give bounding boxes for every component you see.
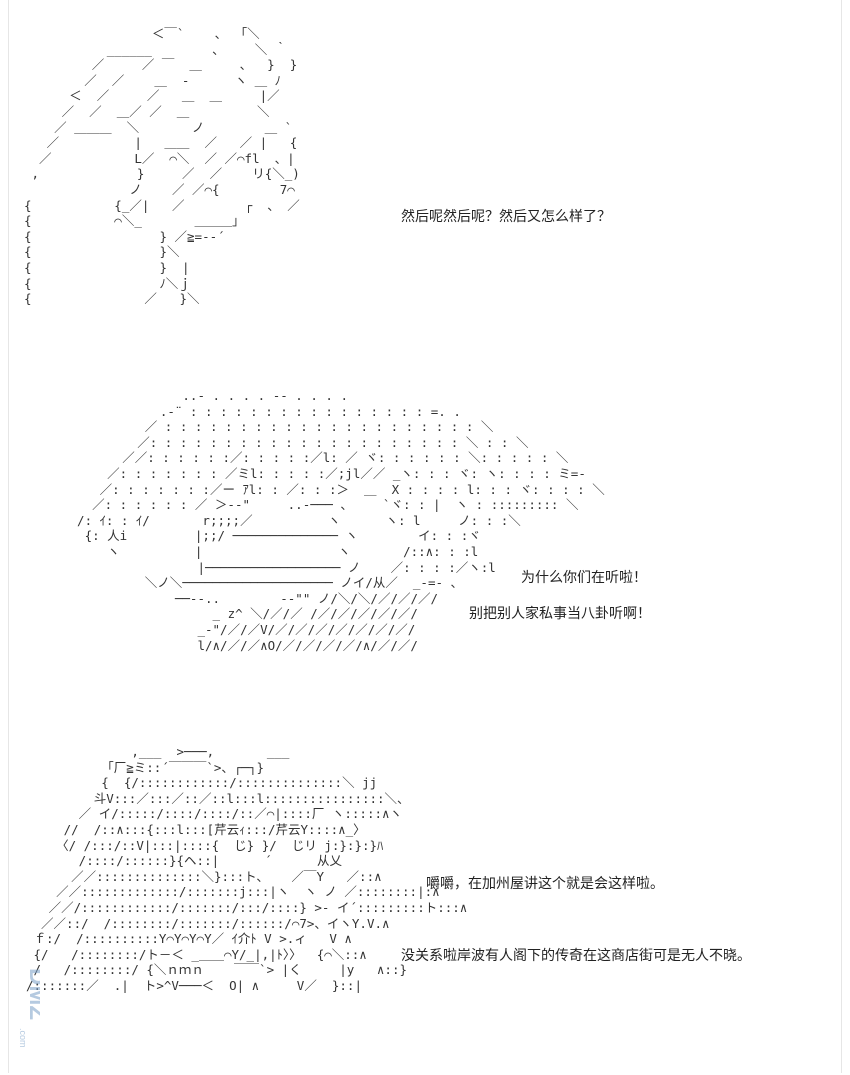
dmzj-watermark-logo: DMZ .com [18, 968, 40, 1048]
ascii-art-figure-1: ＜￣` 、 「＼ ______ 、 ＼ ｀ ／ ／ ￣ ＿ 、 } } ／ ／ … [24, 26, 300, 307]
caption-1: 然后呢然后呢？然后又怎么样了？ [401, 209, 611, 225]
caption-3b: 没关系啦岸波有人阁下的传奇在这商店街可是无人不晓。 [401, 948, 751, 964]
svg-text:.com: .com [18, 1028, 28, 1048]
ascii-art-figure-3: ,___ >───, ___ 「厂≧ミ::´￣￣￣`>、┌─┐} { {/:::… [26, 744, 468, 993]
caption-2b: 别把别人家私事当八卦听啊！ [469, 606, 651, 622]
ascii-art-figure-2: ..- . . . . -- . . . . .-¨ : : : : : : :… [77, 388, 605, 653]
caption-2a: 为什么你们在听啦！ [521, 570, 647, 586]
page-frame [8, 0, 842, 1073]
svg-text:DMZ: DMZ [24, 968, 40, 1020]
caption-3a: 嚼嚼，在加州屋讲这个就是会这样啦。 [426, 876, 664, 892]
